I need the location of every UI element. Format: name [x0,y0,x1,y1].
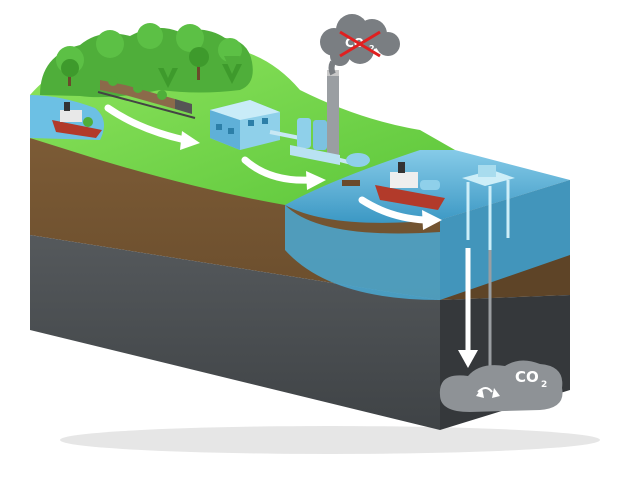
ship-icon [375,162,445,210]
down-arrow [458,248,478,368]
factory-icon [210,100,280,150]
tree-icon [189,47,209,80]
flow-arrow [358,196,442,230]
offshore-platform-icon [462,165,515,250]
smoke-co2-subscript: 2 [369,44,375,53]
co2-storage-cloud-icon: CO 2 [439,360,563,412]
tree-icon [158,60,178,88]
sea-front [285,205,440,300]
flow-arrow [241,156,326,190]
ground-shadow [60,426,600,454]
ship-icon [52,102,102,138]
flow-arrow [104,104,200,150]
jetty [342,180,360,186]
tree-icon [222,56,242,84]
train-icon [97,76,196,119]
storage-co2-subscript: 2 [541,380,547,390]
tree-icon [61,59,79,86]
storage-co2-label: CO [515,368,539,386]
smoke-cloud-icon: CO 2 [320,14,400,76]
cross-line [339,30,381,58]
